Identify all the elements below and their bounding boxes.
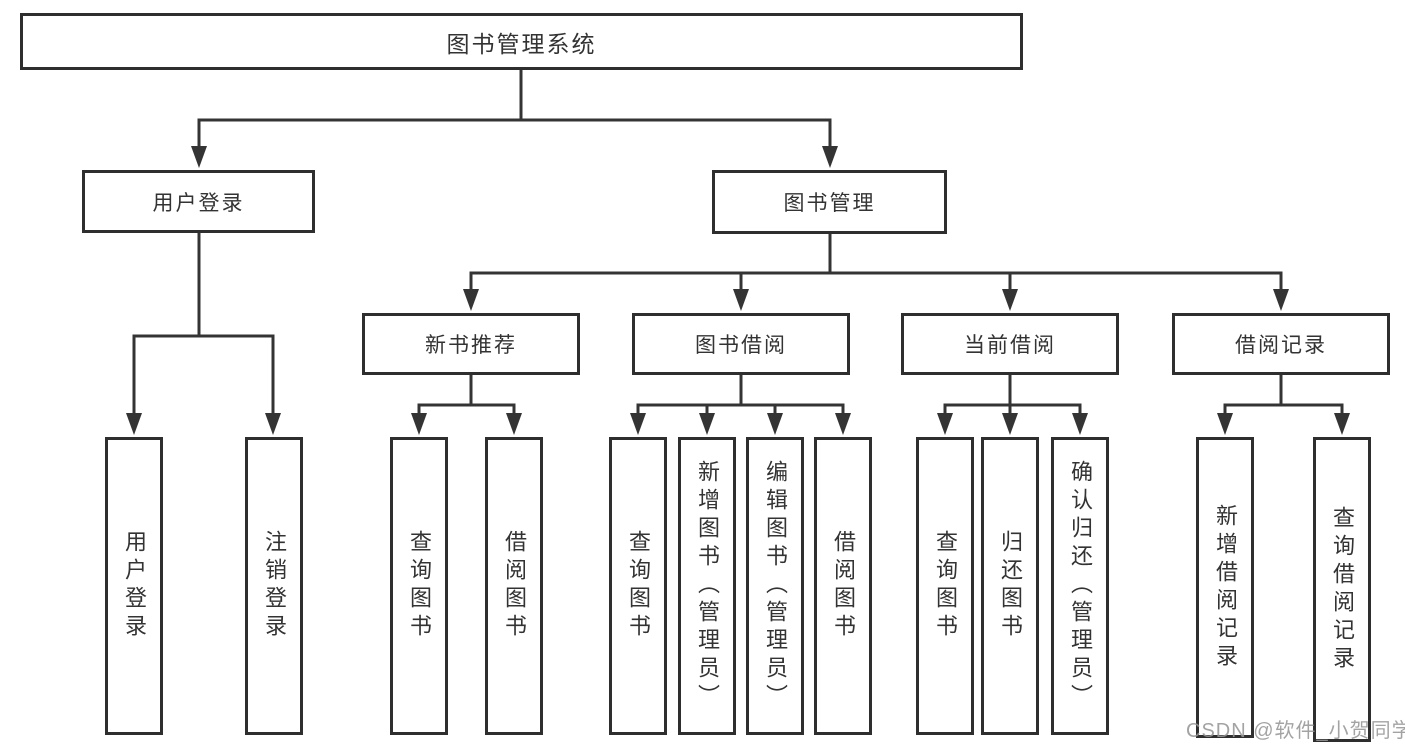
node-leaf-borrowing-borrow-books: 借阅图书 bbox=[814, 437, 872, 735]
node-leaf-borrowing-add-books-admin: 新增图书（管理员） bbox=[678, 437, 736, 735]
node-leaf-records-query-record-label: 查询借阅记录 bbox=[1330, 505, 1355, 674]
node-leaf-user-login-label: 用户登录 bbox=[122, 530, 147, 642]
node-leaf-records-add-record: 新增借阅记录 bbox=[1196, 437, 1254, 738]
node-leaf-recommend-borrow-books-label: 借阅图书 bbox=[502, 530, 527, 642]
node-leaf-borrowing-query-books: 查询图书 bbox=[609, 437, 667, 735]
node-leaf-borrowing-query-books-label: 查询图书 bbox=[626, 530, 651, 642]
arrowhead-icons bbox=[126, 146, 1350, 435]
node-leaf-recommend-query-books: 查询图书 bbox=[390, 437, 448, 735]
node-book-management: 图书管理 bbox=[712, 170, 947, 234]
node-root: 图书管理系统 bbox=[20, 13, 1023, 70]
node-leaf-logout: 注销登录 bbox=[245, 437, 303, 735]
node-leaf-current-query-books-label: 查询图书 bbox=[933, 530, 958, 642]
node-leaf-current-query-books: 查询图书 bbox=[916, 437, 974, 735]
node-leaf-recommend-query-books-label: 查询图书 bbox=[407, 530, 432, 642]
node-leaf-current-return-books: 归还图书 bbox=[981, 437, 1039, 735]
node-leaf-records-query-record: 查询借阅记录 bbox=[1313, 437, 1371, 742]
csdn-watermark: CSDN @软件_小贺同学 bbox=[1186, 720, 1405, 742]
node-leaf-current-confirm-return-admin: 确认归还（管理员） bbox=[1051, 437, 1109, 735]
node-leaf-logout-label: 注销登录 bbox=[262, 530, 287, 642]
node-leaf-borrowing-borrow-books-label: 借阅图书 bbox=[831, 530, 856, 642]
node-leaf-records-add-record-label: 新增借阅记录 bbox=[1213, 503, 1238, 672]
node-borrowing-records: 借阅记录 bbox=[1172, 313, 1390, 375]
node-leaf-borrowing-edit-books-admin-label: 编辑图书（管理员） bbox=[763, 460, 788, 712]
node-leaf-borrowing-edit-books-admin: 编辑图书（管理员） bbox=[746, 437, 804, 735]
node-user-login: 用户登录 bbox=[82, 170, 315, 233]
node-book-borrowing: 图书借阅 bbox=[632, 313, 850, 375]
node-leaf-recommend-borrow-books: 借阅图书 bbox=[485, 437, 543, 735]
node-leaf-borrowing-add-books-admin-label: 新增图书（管理员） bbox=[695, 460, 720, 712]
node-current-borrowing: 当前借阅 bbox=[901, 313, 1119, 375]
node-leaf-user-login: 用户登录 bbox=[105, 437, 163, 735]
node-leaf-current-confirm-return-admin-label: 确认归还（管理员） bbox=[1068, 460, 1093, 712]
node-new-book-recommend: 新书推荐 bbox=[362, 313, 580, 375]
node-leaf-current-return-books-label: 归还图书 bbox=[998, 530, 1023, 642]
